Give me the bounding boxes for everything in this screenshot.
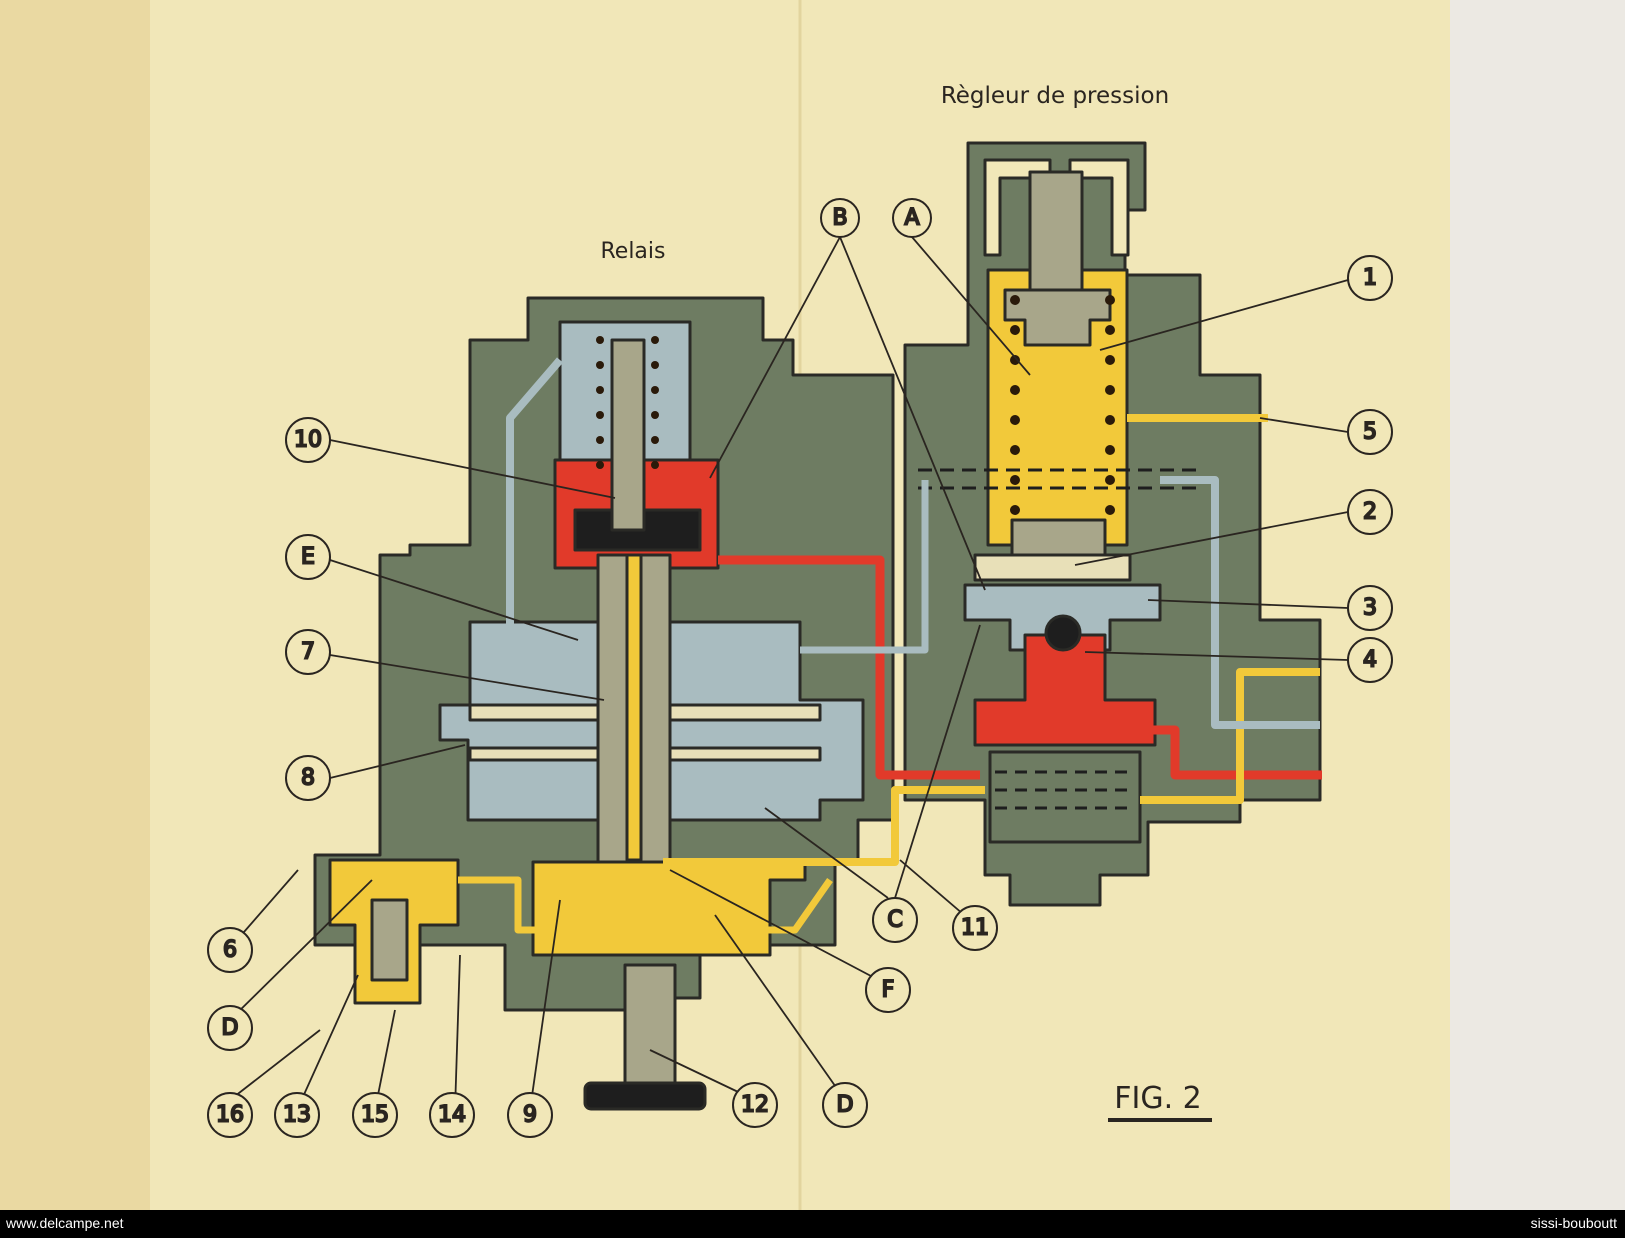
- callout-11: 11: [952, 905, 998, 951]
- callout-16: 16: [207, 1092, 253, 1138]
- springs: [596, 295, 1115, 515]
- yellow-pipe-relay: [663, 786, 985, 866]
- svg-text:5: 5: [1363, 420, 1377, 445]
- relay-knob: [583, 1081, 707, 1111]
- relay-title: Relais: [600, 239, 665, 264]
- svg-text:A: A: [904, 206, 919, 231]
- callout-6: 6: [207, 927, 253, 973]
- blue-pipe-mid: [800, 480, 929, 654]
- left-valve-spring-seat: [370, 898, 409, 982]
- callout-5: 5: [1347, 409, 1393, 455]
- callout-15: 15: [352, 1092, 398, 1138]
- callout-13: 13: [274, 1092, 320, 1138]
- svg-text:F: F: [882, 978, 895, 1003]
- svg-text:2: 2: [1363, 500, 1377, 525]
- svg-text:E: E: [301, 545, 315, 570]
- svg-text:D: D: [837, 1093, 854, 1118]
- svg-text:11: 11: [961, 916, 989, 941]
- callout-1: 1: [1347, 255, 1393, 301]
- svg-text:15: 15: [361, 1103, 389, 1128]
- callout-F: F: [865, 967, 911, 1013]
- callout-A: A: [892, 198, 932, 238]
- svg-text:9: 9: [523, 1103, 537, 1128]
- regulator-adjusting-screw: [1028, 170, 1084, 292]
- callout-E: E: [285, 534, 331, 580]
- svg-text:4: 4: [1363, 648, 1377, 673]
- callout-10: 10: [285, 417, 331, 463]
- callout-2: 2: [1347, 489, 1393, 535]
- svg-text:1: 1: [1363, 266, 1377, 291]
- relay-air-passage: [625, 553, 643, 862]
- red-pipe-right: [1150, 725, 1322, 780]
- svg-text:7: 7: [301, 640, 315, 665]
- footer-left-text: www.delcampe.net: [6, 1215, 124, 1231]
- blue-pipe-left: [506, 357, 564, 700]
- figure-label: FIG. 2: [1114, 1081, 1202, 1116]
- svg-text:13: 13: [283, 1103, 311, 1128]
- svg-text:8: 8: [301, 766, 315, 791]
- regulator-relay-body: [313, 141, 1322, 1111]
- svg-text:10: 10: [294, 428, 322, 453]
- callout-4: 4: [1347, 637, 1393, 683]
- callout-D-left: D: [207, 1005, 253, 1051]
- svg-text:12: 12: [741, 1093, 769, 1118]
- relay-bottom-screw: [623, 963, 677, 1085]
- callout-C: C: [872, 897, 918, 943]
- regulator-title: Règleur de pression: [941, 83, 1169, 109]
- relay-yellow-chamber: [531, 860, 807, 957]
- svg-text:14: 14: [438, 1103, 466, 1128]
- red-pipe: [718, 555, 980, 780]
- callout-3: 3: [1347, 585, 1393, 631]
- svg-text:6: 6: [223, 938, 237, 963]
- svg-text:C: C: [887, 908, 902, 933]
- leader-lines: [229, 236, 1349, 1111]
- regulator-bottom-chamber: [988, 750, 1142, 844]
- callouts: B A 1 5 2 3 4 10 E 7 8 C 11 F 6 D 16 13 …: [207, 198, 1393, 1138]
- callout-7: 7: [285, 629, 331, 675]
- watermark-footer: www.delcampe.net sissi-bouboutt: [0, 1210, 1625, 1238]
- callout-12: 12: [732, 1082, 778, 1128]
- callout-B: B: [820, 198, 860, 238]
- callout-D-right: D: [822, 1082, 868, 1128]
- paper-fold-left: [0, 0, 150, 1210]
- footer-right-text: sissi-bouboutt: [1530, 1215, 1617, 1231]
- regulator-ball-valve: [1044, 614, 1082, 652]
- relay-stem: [610, 338, 646, 532]
- callout-14: 14: [429, 1092, 475, 1138]
- figure-label-underline: [1108, 1118, 1212, 1122]
- svg-text:3: 3: [1363, 596, 1377, 621]
- svg-text:16: 16: [216, 1103, 244, 1128]
- svg-text:D: D: [222, 1016, 239, 1041]
- callout-8: 8: [285, 755, 331, 801]
- svg-text:B: B: [832, 206, 847, 231]
- callout-9: 9: [507, 1092, 553, 1138]
- pipes: [458, 357, 1322, 934]
- yellow-pipe-right: [1140, 668, 1320, 804]
- regulator-red-valve: [973, 633, 1157, 747]
- yellow-pipe-left: [458, 876, 833, 934]
